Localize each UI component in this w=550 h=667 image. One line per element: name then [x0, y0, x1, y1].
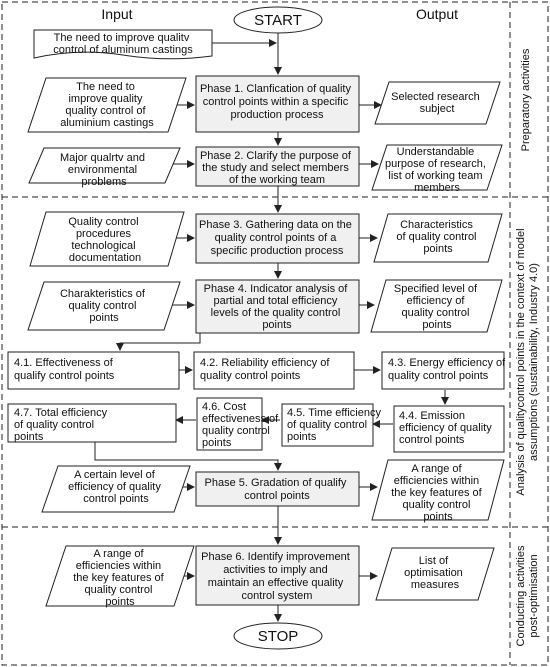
- step-4-1-text: 4.1. Effectiveness of qualify control po…: [14, 357, 116, 382]
- phase-1-box: [195, 75, 360, 133]
- step-4-2-box: [193, 351, 355, 390]
- phase-3-box: [195, 213, 360, 264]
- section-label-text: Preparatory activities: [520, 48, 532, 151]
- input-row-3-text: Quality control procedures technological…: [68, 216, 141, 264]
- output-phase-5-text: A range of efficiencies within the key f…: [391, 463, 485, 523]
- section-label-text: Analysis of qualitycontrol points in the…: [515, 228, 527, 495]
- step-4-4-box: [393, 405, 505, 453]
- phase-2-box: [195, 146, 360, 187]
- output-row-2: [371, 144, 503, 191]
- section-label-analysis: Analysis of qualitycontrol points in the…: [515, 228, 540, 495]
- section-label-preparatory: Preparatory activities: [520, 48, 532, 151]
- step-4-2-text: 4.2. Reliability efficiency of quality c…: [200, 357, 332, 382]
- step-4-7-box: [7, 403, 177, 443]
- output-row-1: [374, 81, 501, 125]
- phase-4-box: [195, 279, 360, 334]
- section-label-text: assumptions (sustainability, Industry 4.…: [528, 263, 540, 461]
- input-row-1-text: The need to improve quality quality cont…: [60, 81, 154, 129]
- section-label-text: post-optimisation: [528, 554, 540, 637]
- output-row-1-text: Selected research subject: [391, 91, 483, 115]
- output-row-3: [373, 213, 503, 263]
- step-4-3-text: 4.3. Energy efficiency of quality contro…: [388, 357, 508, 382]
- output-phase-5: [371, 459, 505, 521]
- step-4-5-text: 4.5. Time efficiency of quality control …: [287, 407, 384, 443]
- phase-4-text: Phase 4. Indicator analysis of partial a…: [204, 283, 351, 331]
- start-label: START: [254, 12, 302, 29]
- input-phase-6: [45, 545, 195, 607]
- step-4-3-box: [381, 351, 505, 390]
- input-phase-5-text: A certain level of efficiency of quality…: [68, 469, 164, 505]
- input-column-header: Input: [101, 6, 132, 22]
- phase-2-text: Phase 2. Clarify the purpose of the stud…: [200, 150, 354, 186]
- input-need-improve-quality: [33, 29, 213, 60]
- step-4-5-box: [281, 403, 374, 447]
- section-label-post-optimisation: Conducting activities post-optimisation: [515, 545, 540, 646]
- arrow: [116, 333, 201, 351]
- phase-5-text: Phase 5. Gradation of qualify control po…: [205, 477, 350, 502]
- phase-1-text: Phase 1. Clanfication of quality control…: [200, 83, 354, 121]
- stop-label: STOP: [258, 628, 299, 645]
- stop-terminal: [233, 622, 323, 650]
- input-phase-6-text: A range of efficiencies within the key f…: [73, 548, 167, 608]
- input-need-improve-quality-text: The need to improve qualitv control of a…: [53, 32, 193, 56]
- connectors: [94, 33, 449, 622]
- section-label-text: Conducting activities: [515, 545, 527, 646]
- phase-6-text: Phase 6. Identify improvement activities…: [201, 551, 353, 602]
- input-row-1: [27, 77, 187, 133]
- phase-5-box: [195, 471, 360, 507]
- output-phase-6: [375, 547, 495, 601]
- input-row-4-text: Charakteristics of quality control point…: [60, 288, 148, 324]
- step-4-6-text: 4.6. Cost effectiveness of quality contr…: [202, 401, 281, 449]
- step-4-6-box: [196, 397, 263, 451]
- input-row-3: [29, 211, 185, 267]
- output-row-2-text: Understandable purpose of research, list…: [385, 146, 489, 194]
- output-row-4: [370, 279, 503, 333]
- input-phase-5: [41, 465, 191, 513]
- output-column-header: Output: [416, 6, 458, 22]
- arrow: [94, 442, 282, 471]
- phase-6-box: [195, 545, 360, 606]
- input-row-2-text: Major qualrtv and environmental problems: [60, 152, 148, 188]
- input-row-4: [27, 281, 181, 331]
- output-row-4-text: Specified level of efficiency of quality…: [394, 283, 480, 331]
- step-4-1-box: [7, 351, 180, 390]
- output-row-3-text: Characteristics of quality control point…: [396, 219, 479, 255]
- input-row-2: [28, 147, 181, 184]
- phase-3-text: Phase 3. Gathering data on the quality c…: [199, 219, 355, 257]
- step-4-4-text: 4.4. Emission efficiency of quality cont…: [399, 410, 495, 446]
- output-phase-6-text: List of optimisation measures: [404, 555, 466, 591]
- step-4-7-text: 4.7. Total efficiency of quality control…: [14, 407, 110, 443]
